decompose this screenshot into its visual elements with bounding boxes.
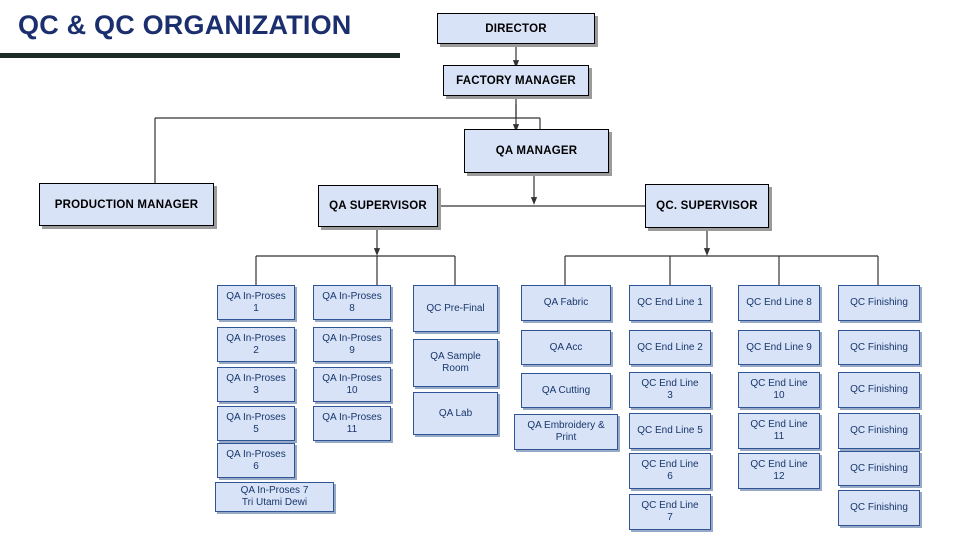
title-underline-rule	[0, 53, 400, 58]
node-label: QA Cutting	[541, 384, 591, 396]
node-director-label: DIRECTOR	[485, 22, 547, 35]
node-qc-finishing-2[interactable]: QC Finishing	[838, 330, 920, 365]
node-label: QC End Line 5	[637, 425, 703, 436]
node-production-manager-label: PRODUCTION MANAGER	[54, 198, 199, 211]
node-qc-finishing-5[interactable]: QC Finishing	[838, 451, 920, 486]
node-qc-end-line-9[interactable]: QC End Line 9	[738, 330, 820, 365]
node-label: QC Finishing	[850, 425, 908, 436]
node-label: QA Fabric	[543, 297, 589, 308]
node-qc-supervisor-label: QC. SUPERVISOR	[656, 200, 758, 212]
node-qa-fabric[interactable]: QA Fabric	[521, 285, 611, 321]
node-label: QC Pre-Final	[426, 302, 485, 314]
node-label: QC Finishing	[850, 462, 908, 474]
node-qc-pre-final[interactable]: QC Pre-Final	[413, 285, 498, 332]
node-qc-supervisor[interactable]: QC. SUPERVISOR	[645, 184, 769, 228]
node-factory-manager[interactable]: FACTORY MANAGER	[443, 65, 589, 96]
node-label: QC End Line 9	[746, 341, 812, 353]
node-label: QC Finishing	[850, 384, 908, 395]
node-production-manager[interactable]: PRODUCTION MANAGER	[39, 183, 214, 226]
node-label: QC Finishing	[850, 297, 908, 308]
node-director[interactable]: DIRECTOR	[437, 13, 595, 44]
node-qa-manager-label: QA MANAGER	[495, 145, 578, 157]
node-label: QC End Line 8	[746, 297, 812, 308]
node-label: QA Embroidery &Print	[527, 420, 605, 443]
node-qa-lab[interactable]: QA Lab	[413, 392, 498, 435]
node-qa-supervisor-label: QA SUPERVISOR	[329, 200, 427, 212]
node-label: QA Acc	[549, 341, 583, 353]
node-qa-manager[interactable]: QA MANAGER	[464, 129, 609, 173]
node-qc-end-line-2[interactable]: QC End Line 2	[629, 330, 711, 365]
node-qc-end-line-5[interactable]: QC End Line 5	[629, 413, 711, 449]
node-qc-finishing-6[interactable]: QC Finishing	[838, 490, 920, 526]
node-qc-finishing-4[interactable]: QC Finishing	[838, 413, 920, 449]
node-label: QC End Line 2	[637, 341, 703, 353]
node-qa-supervisor[interactable]: QA SUPERVISOR	[318, 185, 438, 227]
node-label: QC End Line 1	[637, 297, 703, 308]
node-qa-acc[interactable]: QA Acc	[521, 330, 611, 365]
node-qa-cutting[interactable]: QA Cutting	[521, 373, 611, 408]
node-label: QC Finishing	[850, 341, 908, 353]
page-title: QC & QC ORGANIZATION	[18, 10, 352, 40]
node-qc-finishing-3[interactable]: QC Finishing	[838, 372, 920, 408]
node-qc-end-line-1[interactable]: QC End Line 1	[629, 285, 711, 321]
node-qc-finishing-1[interactable]: QC Finishing	[838, 285, 920, 321]
node-factory-manager-label: FACTORY MANAGER	[456, 74, 576, 87]
node-label: QA Lab	[438, 407, 473, 419]
node-qc-end-line-8[interactable]: QC End Line 8	[738, 285, 820, 321]
node-qa-embroidery-print[interactable]: QA Embroidery &Print	[514, 414, 618, 450]
node-label: QC Finishing	[850, 502, 908, 513]
